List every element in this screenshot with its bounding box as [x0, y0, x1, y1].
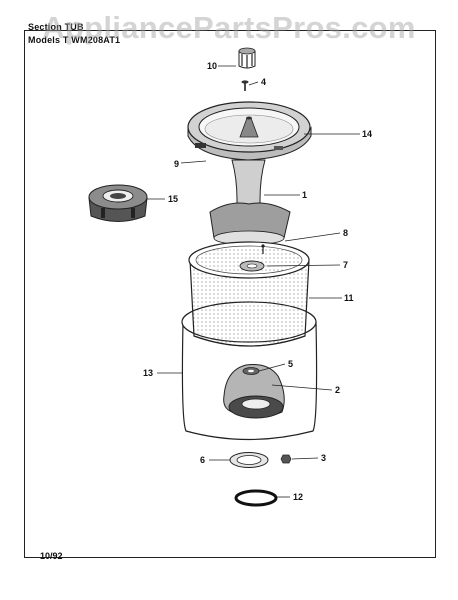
- callout-14: 14: [362, 129, 372, 139]
- callout-11: 11: [344, 293, 354, 303]
- callout-12: 12: [293, 492, 303, 502]
- part-14-balance-ring: [187, 101, 312, 161]
- callout-labels: 10 4 14 9 1 15 8 7 11 13 5 2 6 3 12: [143, 61, 372, 502]
- models-label: Models T WM208AT1: [28, 35, 121, 45]
- callout-10: 10: [207, 61, 217, 71]
- callout-9: 9: [174, 159, 179, 169]
- callout-4: 4: [261, 77, 266, 87]
- part-6-gasket: [229, 452, 269, 468]
- leader-lines: [147, 65, 360, 498]
- callout-2: 2: [335, 385, 340, 395]
- part-2-hub: [223, 364, 285, 419]
- diagram-frame: [24, 30, 436, 558]
- part-3-nut: [280, 454, 292, 464]
- part-4-screw: [241, 80, 249, 91]
- part-8-screw: [261, 244, 265, 254]
- part-7-washer: [239, 260, 265, 272]
- footer-date: 10/92: [40, 551, 63, 561]
- part-5-cap: [242, 367, 260, 375]
- callout-8: 8: [343, 228, 348, 238]
- section-label: Section TUB: [28, 22, 84, 32]
- callout-5: 5: [288, 359, 293, 369]
- part-1-agitator: [209, 159, 291, 246]
- part-15-seal: [88, 184, 148, 222]
- callout-6: 6: [200, 455, 205, 465]
- callout-13: 13: [143, 368, 153, 378]
- part-12-o-ring: [234, 489, 278, 507]
- part-10-agitator-cap: [238, 47, 256, 69]
- callout-3: 3: [321, 453, 326, 463]
- callout-15: 15: [168, 194, 178, 204]
- callout-7: 7: [343, 260, 348, 270]
- callout-1: 1: [302, 190, 307, 200]
- part-11-basket: [188, 241, 310, 347]
